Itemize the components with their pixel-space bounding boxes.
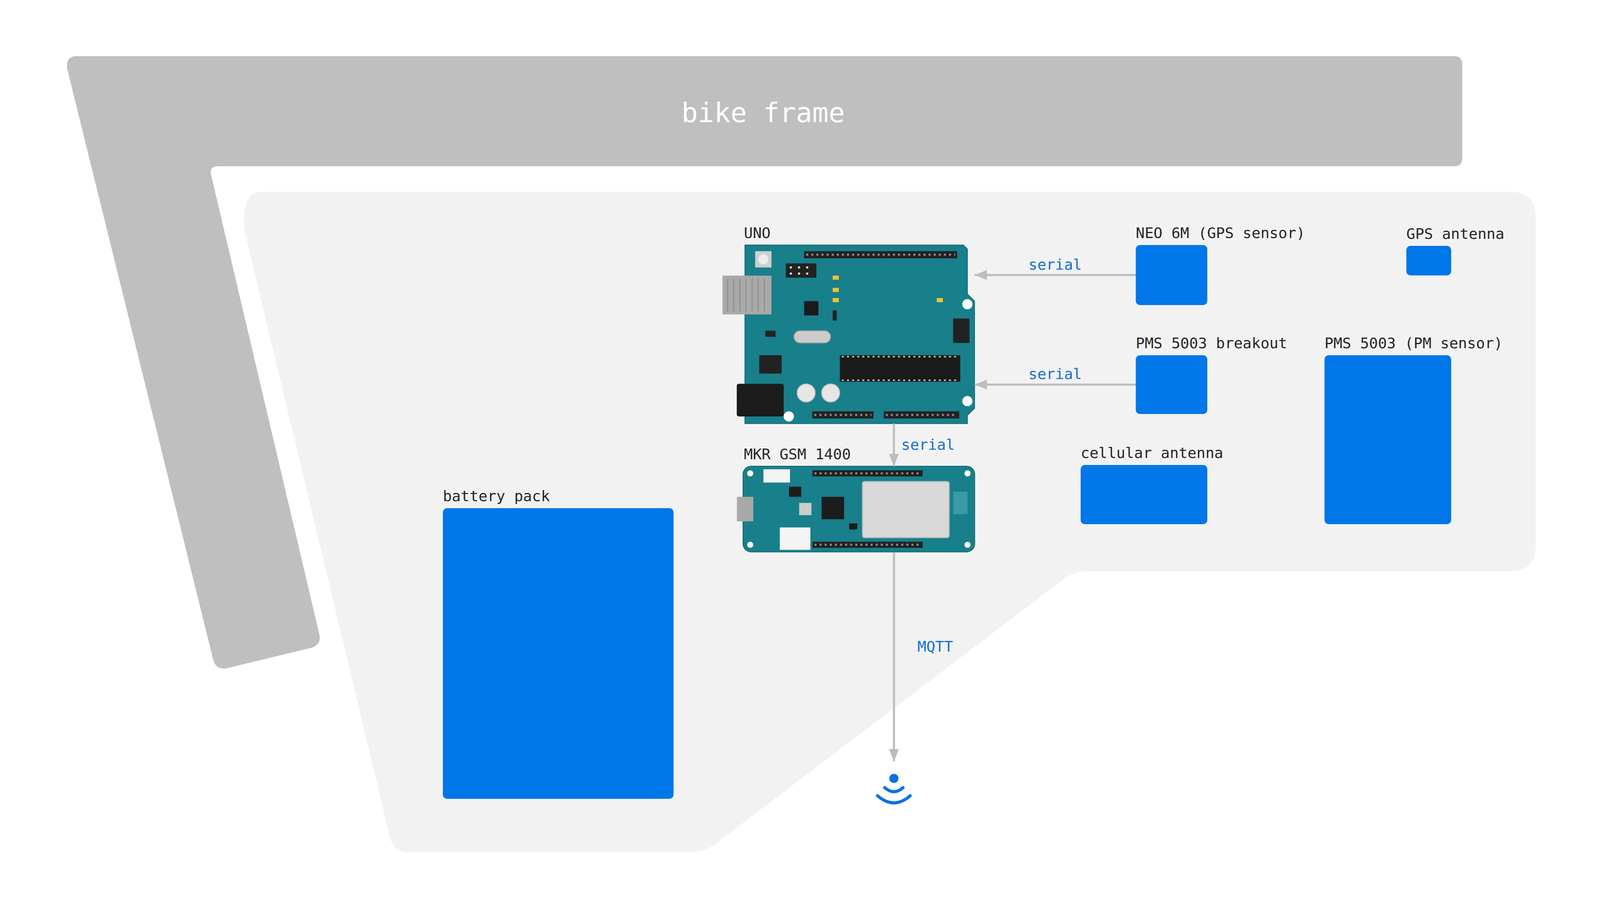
uno-board-drawing-part [883,411,960,419]
signal-connector [974,383,1136,386]
mkr-board-drawing-part [964,541,971,549]
part-name: GPS antenna [1406,224,1505,243]
uno-board-drawing-part [832,298,839,303]
uno-board: UNO [722,245,975,424]
uno-board-drawing [722,245,975,424]
uno-board-drawing-part [841,356,959,358]
protocol-label: MQTT [917,637,954,656]
uno-board-drawing-part [885,414,958,417]
uno-board-drawing-part [962,299,973,310]
pm-sensor-box: PMS 5003 (PM sensor) [1324,355,1452,525]
part-name: PMS 5003 (PM sensor) [1324,334,1503,352]
mkr-board-drawing-part [812,470,923,477]
uno-board-drawing-part [789,267,813,274]
uno-board-drawing-part [783,411,795,422]
wireless-icon-part [884,787,904,792]
mount-region [244,192,1536,853]
mkr-board-drawing-part [743,466,975,552]
part-name: MKR GSM 1400 [743,445,851,464]
mkr-board-drawing-part [849,523,858,530]
uno-board-drawing-part [754,251,772,268]
signal-connector [974,274,1136,277]
uno-board-drawing-part [722,275,772,315]
uno-board-drawing-part [812,411,874,419]
part-name: battery pack [442,487,550,505]
mkr-board-drawing-part [736,496,754,522]
uno-board-drawing-part [814,414,872,417]
mqtt-link [893,552,896,762]
uno-board-drawing-part [727,278,765,312]
mkr-board-drawing-part [779,527,811,551]
uno-board-drawing-part [805,253,955,256]
uno-board-drawing-part [936,298,943,303]
uno-board-drawing-part [796,383,816,403]
bike-frame: bike frame [67,55,1463,669]
uno-board-drawing-part [736,383,784,417]
mkr-board-drawing-part [953,491,968,515]
uno-board-drawing-part [794,330,831,343]
uno-board-drawing-part [962,395,973,407]
mkr-board-drawing [736,466,975,552]
uno-board-drawing-part [832,310,837,321]
gps-antenna-box: GPS antenna [1406,245,1452,276]
mount-region-part [244,192,1536,853]
uno-board-drawing-part [839,355,961,383]
frame-outline [67,55,1463,669]
uno-board-drawing-part [804,251,958,259]
wireless-icon-part [889,773,899,783]
uno-board-drawing-part [821,383,841,403]
mkr-board-drawing-part [798,502,812,516]
uno-board-drawing-part [841,379,959,382]
mkr-board-drawing-part [747,541,754,549]
uno-board-drawing-part [832,287,839,292]
pms-breakout-box: PMS 5003 breakout [1135,355,1208,415]
mkr-board-drawing-part [747,470,754,477]
uno-board-drawing-part [765,330,776,337]
part-name: NEO 6M (GPS sensor) [1135,224,1306,242]
battery-pack-box: battery pack [442,508,674,799]
signal-connector [892,423,895,467]
mkr-board-drawing-part [812,541,923,549]
mkr-board-drawing-part [821,496,845,520]
uno-board-drawing-part [832,275,839,280]
frame-title: bike frame [681,96,845,130]
gps-sensor-box: NEO 6M (GPS sensor) [1135,245,1208,306]
mkr-board-drawing-part [789,486,802,498]
uno-board-drawing-part [785,263,817,278]
mkr-board-drawing-part [763,469,791,483]
mkr-board-drawing-part [964,470,971,477]
signal-label: serial [1028,255,1082,274]
signal-label: serial [901,435,955,454]
uno-board-drawing-part [804,301,819,316]
mkr-board-drawing-part [814,544,921,547]
mkr-gsm-board: MKR GSM 1400 [743,466,975,552]
wireless-icon-part [877,796,910,804]
signal-label: serial [1028,365,1082,383]
mkr-board-drawing-part [862,481,950,538]
part-name: UNO [743,224,771,242]
wireless-icon [877,773,910,804]
part-name: cellular antenna [1080,444,1224,462]
frame-shape [67,55,1463,669]
cellular-antenna-box: cellular antenna [1080,465,1208,525]
uno-board-drawing-part [759,355,782,374]
uno-board-drawing-part [758,254,769,265]
mkr-board-drawing-part [814,472,921,475]
uno-board-drawing-part [953,318,970,344]
part-name: PMS 5003 breakout [1135,334,1288,352]
